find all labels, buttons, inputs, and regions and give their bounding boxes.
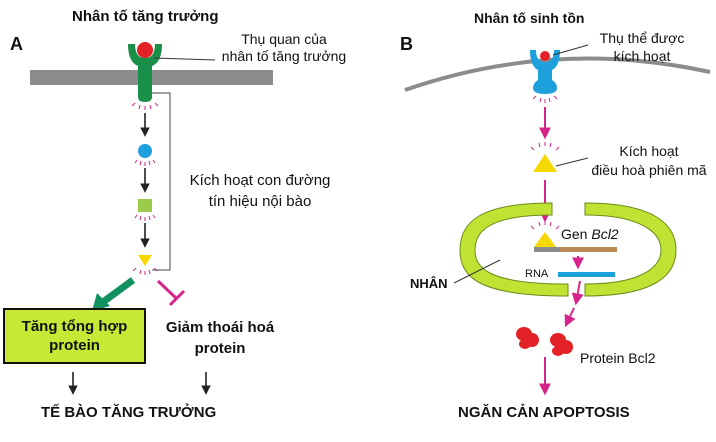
- bcl2-gene-strand: [559, 247, 617, 252]
- b-activator-rays-gene: [530, 221, 560, 230]
- survival-factor-receptor: [530, 50, 560, 94]
- activator-pointer: [555, 157, 589, 167]
- bcl2-protein-1: [516, 327, 539, 349]
- pathway-label: Kích hoạt con đường tín hiệu nội bào: [170, 170, 350, 212]
- receptor-label-line1: Thụ quan của: [241, 31, 327, 47]
- receptor-pointer: [153, 57, 216, 61]
- gene-prefix: Gen: [561, 226, 592, 242]
- apoptosis-prevention-result: NGĂN CẢN APOPTOSIS: [458, 404, 630, 421]
- nucleus-pointer: [453, 259, 501, 284]
- panel-a-label: A: [10, 34, 23, 54]
- receptor-b-rays: [532, 95, 558, 103]
- growth-factor-receptor: [128, 44, 162, 102]
- box-line1: Tăng tổng hợp: [21, 318, 128, 335]
- bcl2-protein-label: Protein Bcl2: [580, 350, 656, 366]
- nucleus-envelope: [459, 202, 677, 297]
- receptor-activation-rays: [131, 102, 159, 110]
- translation-arrow: [564, 307, 576, 328]
- rna-label: RNA: [525, 268, 549, 280]
- growth-factor-ligand: [137, 42, 153, 58]
- activation-label: Kích hoạt điều hoà phiên mã: [582, 142, 716, 180]
- blue-signal-rays: [134, 159, 156, 166]
- decrease-degradation-label: Giảm thoái hoá protein: [150, 317, 290, 359]
- decrease-degradation-inhibitor: [156, 279, 186, 307]
- panel-b-label: B: [400, 34, 413, 54]
- blue-signal-molecule: [138, 144, 152, 158]
- transcription-activator: [533, 154, 557, 172]
- rna-strand: [558, 272, 615, 277]
- survival-factor-label: Nhân tố sinh tồn: [474, 10, 585, 26]
- pathway-label-line1: Kích hoạt con đường: [189, 172, 331, 189]
- increase-synthesis-arrow: [92, 277, 136, 311]
- decrease-line2: protein: [194, 340, 246, 357]
- activation-line1: Kích hoạt: [619, 143, 679, 159]
- yellow-signal-molecule: [138, 255, 152, 266]
- pathway-label-line2: tín hiệu nội bào: [208, 193, 312, 210]
- green-signal-molecule: [138, 199, 152, 212]
- nucleus-label: NHÂN: [410, 276, 448, 291]
- yellow-signal-rays: [132, 267, 158, 275]
- box-line2: protein: [49, 337, 100, 354]
- green-signal-rays: [134, 214, 156, 221]
- activated-receptor-line2: kích hoạt: [613, 48, 671, 64]
- b-activator-rays-top: [530, 142, 560, 151]
- bound-activator: [534, 232, 556, 247]
- gene-label: Gen Bcl2: [561, 226, 619, 242]
- receptor-label-line2: nhân tố tăng trưởng: [221, 48, 347, 64]
- activated-receptor-line1: Thụ thể được: [599, 30, 685, 46]
- dna-strand-grey: [534, 247, 559, 252]
- cell-growth-result: TẾ BÀO TĂNG TRƯỞNG: [41, 404, 217, 421]
- increase-synthesis-box: Tăng tổng hợp protein: [3, 308, 146, 364]
- bcl2-protein-2: [550, 333, 573, 356]
- activation-line2: điều hoà phiên mã: [591, 162, 707, 178]
- gene-name: Bcl2: [591, 226, 619, 242]
- growth-factor-label: Nhân tố tăng trưởng: [72, 8, 219, 25]
- activated-receptor-label: Thụ thể được kích hoạt: [582, 29, 702, 65]
- receptor-label: Thụ quan của nhân tố tăng trưởng: [199, 31, 369, 65]
- decrease-line1: Giảm thoái hoá: [165, 319, 275, 336]
- activated-receptor-pointer: [552, 44, 589, 56]
- rna-export-arrow: [571, 280, 584, 306]
- survival-factor-ligand: [540, 51, 550, 61]
- pathway-bracket: [152, 92, 171, 271]
